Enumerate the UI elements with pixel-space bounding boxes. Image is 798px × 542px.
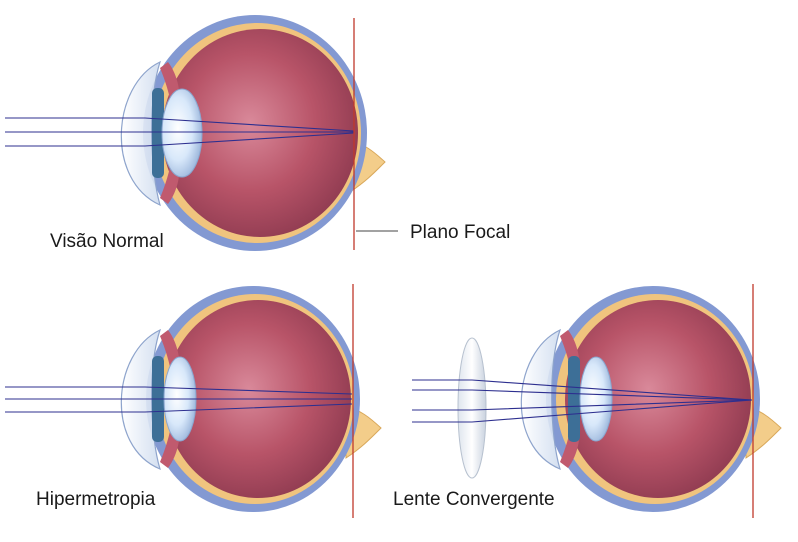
converging-lens [457, 337, 487, 479]
crystalline-lens [579, 356, 613, 442]
cornea [520, 328, 562, 471]
eye-hyperopia [5, 284, 382, 518]
iris [152, 88, 164, 178]
label-normal-vision: Visão Normal [50, 231, 164, 252]
light-rays [412, 379, 753, 423]
label-hyperopia: Hipermetropia [36, 489, 156, 510]
crystalline-lens [161, 88, 203, 178]
label-converging-lens: Lente Convergente [393, 489, 555, 510]
light-rays [5, 386, 353, 413]
eye-corrected [412, 284, 782, 518]
vitreous-body [162, 29, 358, 237]
iris [568, 356, 580, 442]
label-focal-plane: Plano Focal [410, 222, 510, 243]
light-rays [5, 117, 355, 147]
vitreous-body [565, 300, 751, 498]
eye-normal [5, 15, 398, 251]
